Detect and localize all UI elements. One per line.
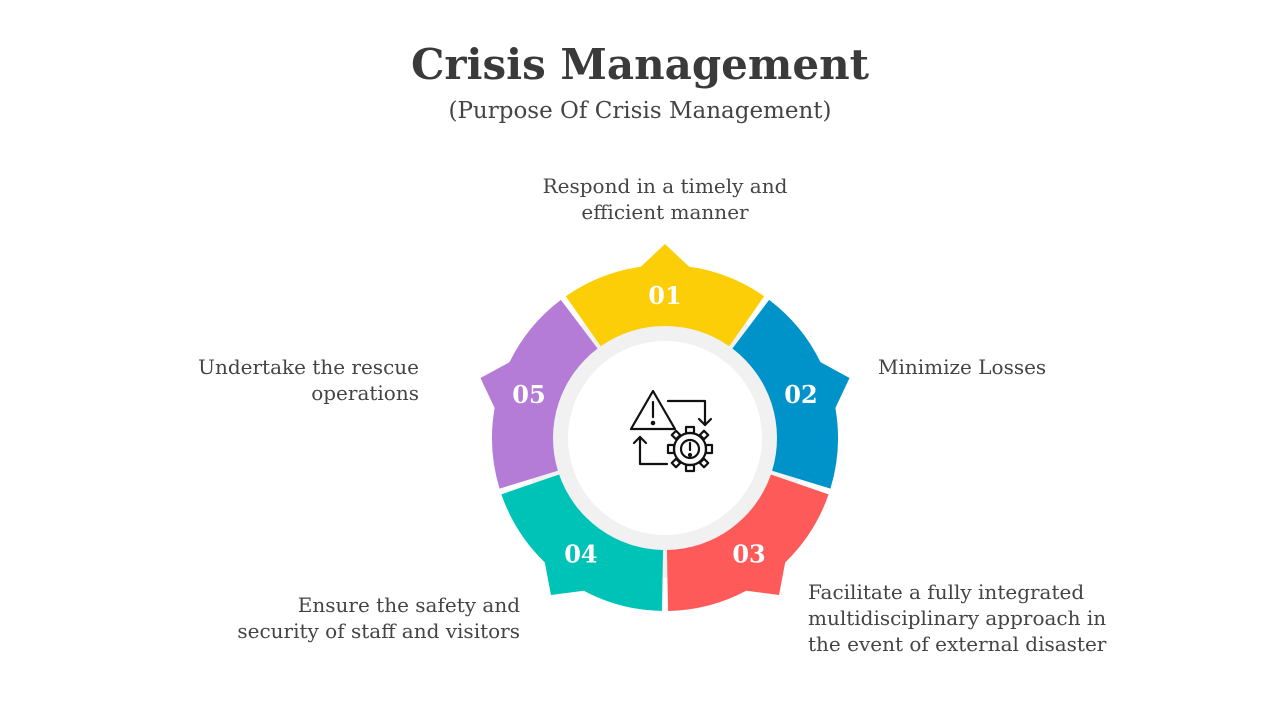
step-number-05: 05: [512, 380, 545, 409]
step-2-description: Minimize Losses: [878, 355, 1047, 379]
segment-03: [666, 474, 829, 611]
segment-02: [732, 299, 850, 489]
segment-05: [480, 299, 598, 489]
center-circle: [568, 341, 762, 535]
crisis-management-icon: [629, 389, 714, 473]
numbers-group: 01 02 03 04 05: [512, 281, 817, 569]
page-title: Crisis Management: [410, 40, 870, 89]
step-number-01: 01: [648, 281, 681, 310]
step-number-03: 03: [732, 540, 765, 569]
page-subtitle: (Purpose Of Crisis Management): [448, 98, 832, 124]
segments-group: [480, 244, 850, 611]
step-number-02: 02: [784, 380, 817, 409]
segment-04: [501, 474, 664, 611]
step-number-04: 04: [564, 540, 597, 569]
segment-01: [565, 244, 765, 347]
